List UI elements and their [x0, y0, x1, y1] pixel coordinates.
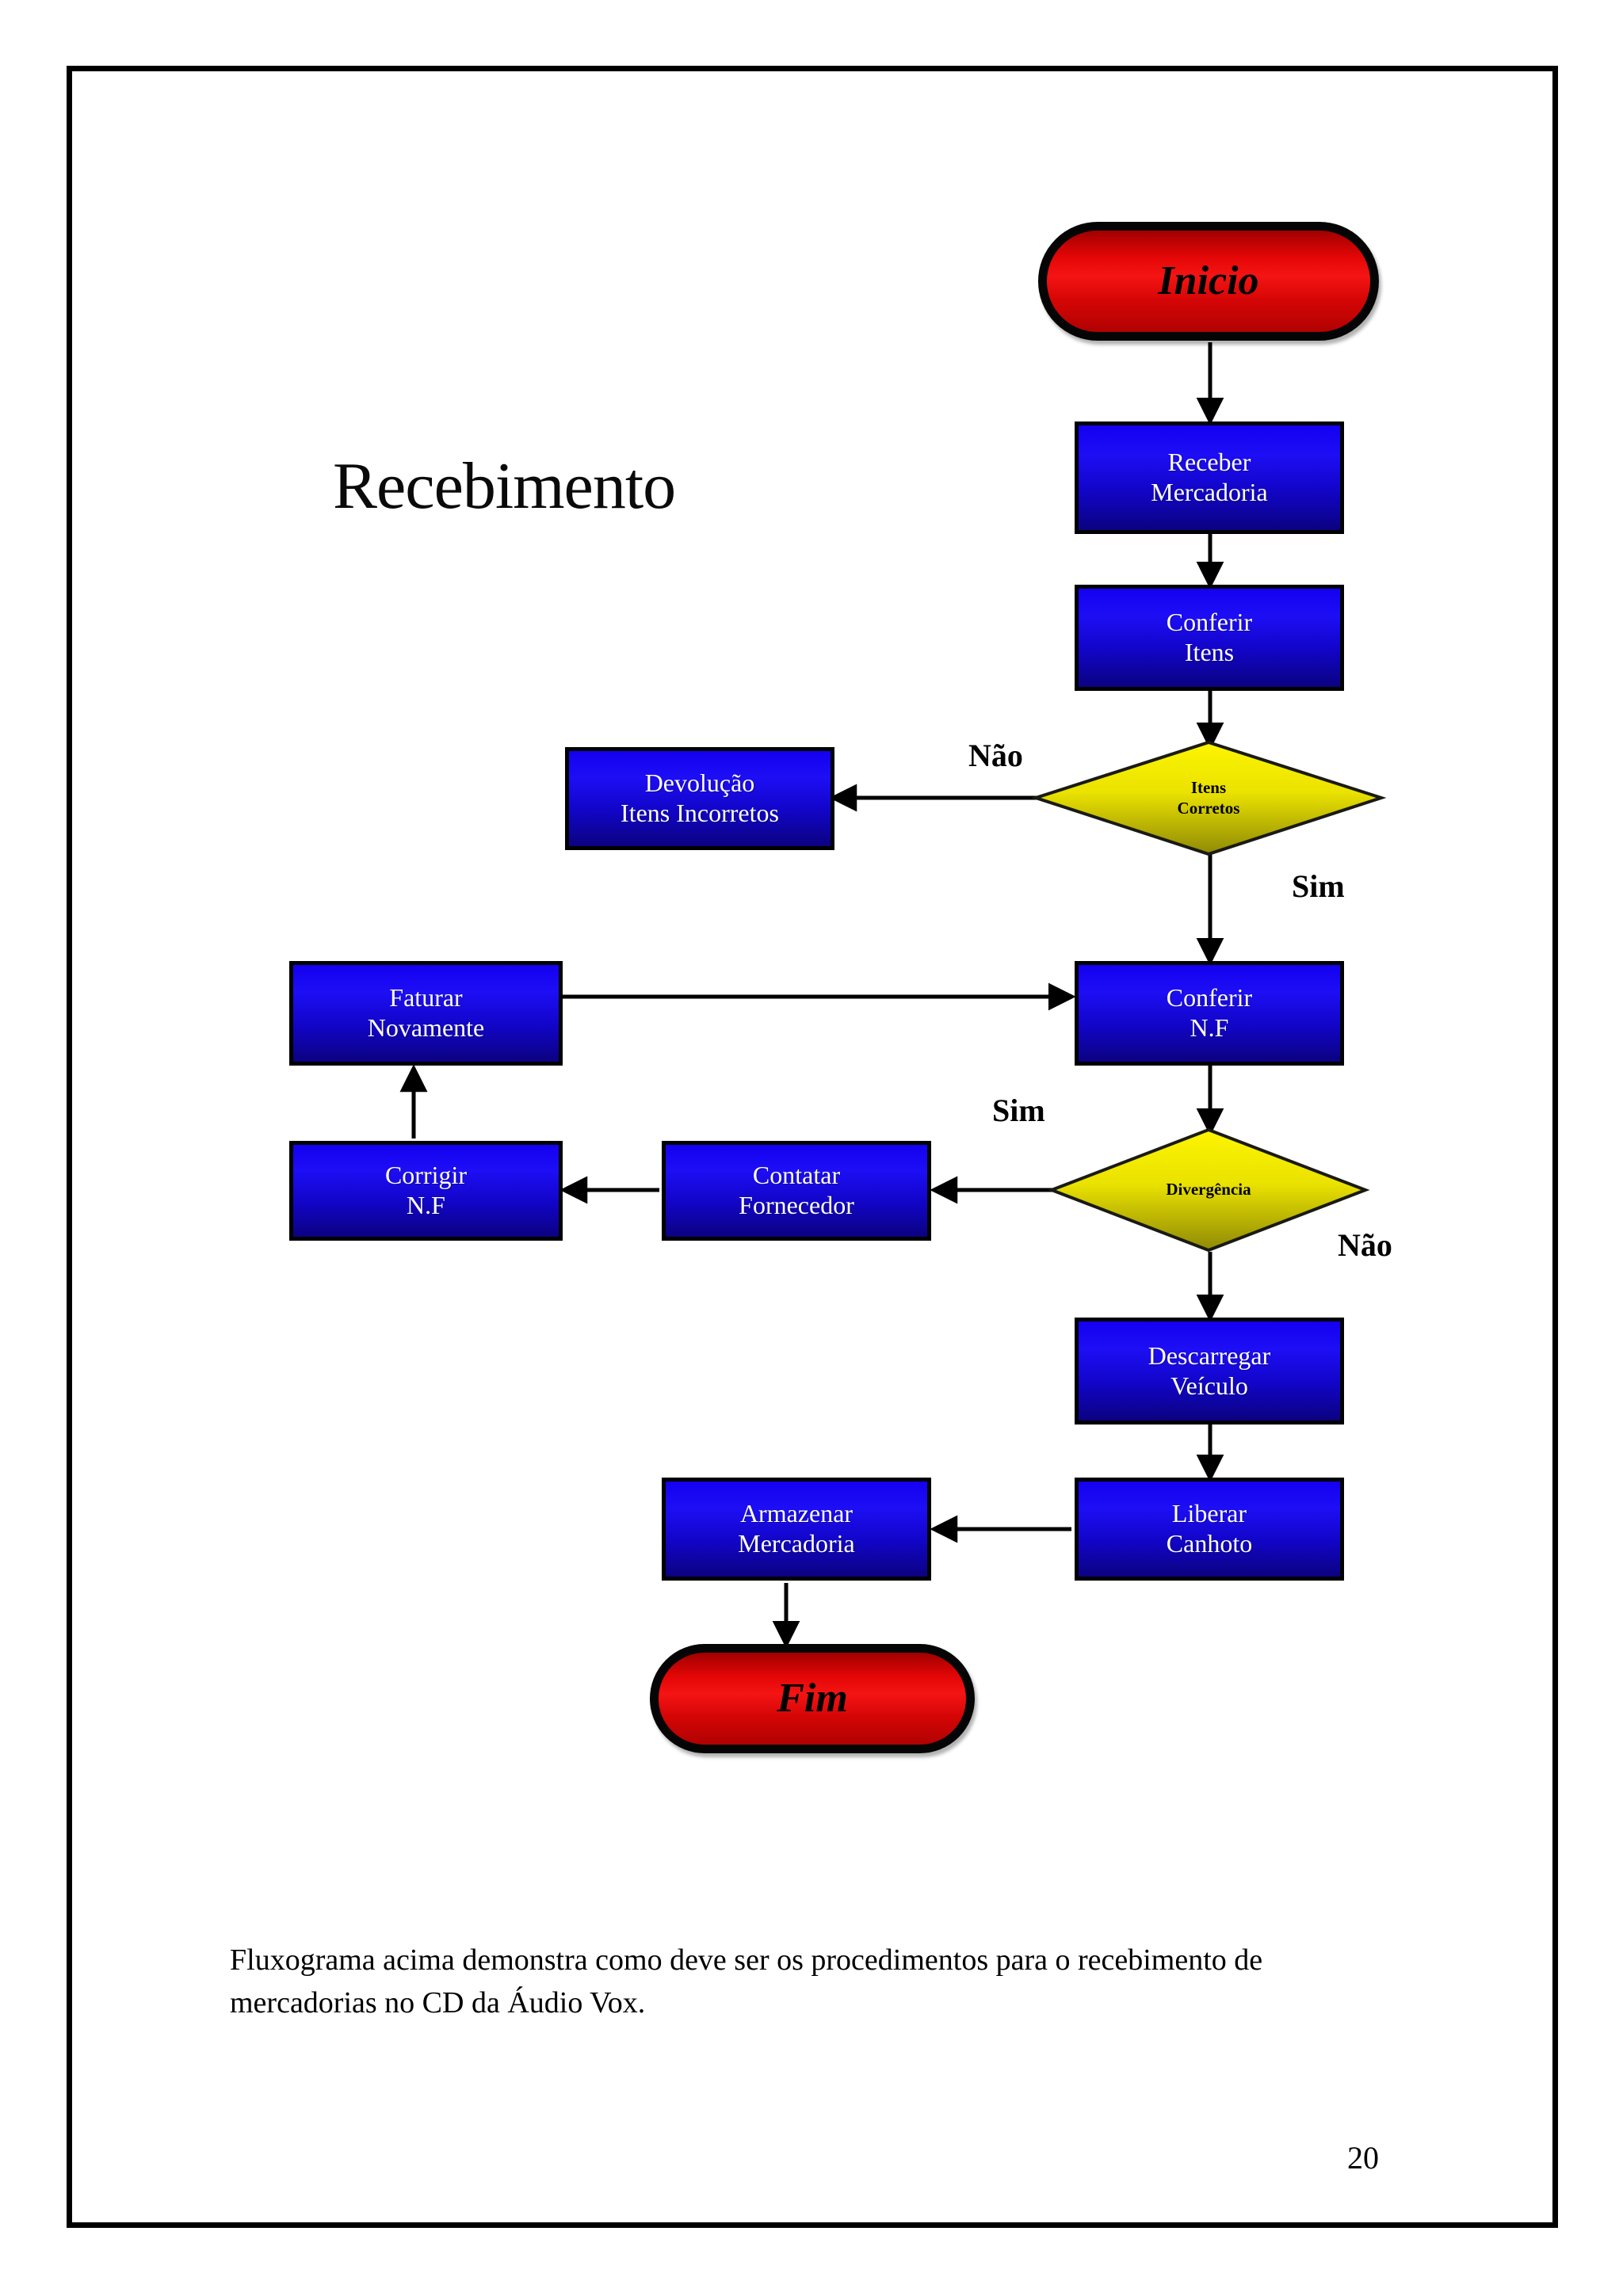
node-armazenar-mercadoria-line1: Armazenar [739, 1499, 854, 1528]
node-contatar-fornecedor-line1: Contatar [752, 1161, 841, 1190]
itens-corretos-diamond-shape [1030, 740, 1387, 856]
page-title: Recebimento [333, 449, 676, 523]
node-devolucao-line2: Itens Incorretos [621, 799, 779, 827]
edge-label-itens-corretos-sim: Sim [1292, 868, 1345, 904]
node-liberar-canhoto[interactable]: Liberar Canhoto [1075, 1478, 1344, 1581]
node-end-label: Fim [777, 1676, 848, 1722]
node-conferir-nf[interactable]: Conferir N.F [1075, 961, 1344, 1066]
node-liberar-canhoto-line2: Canhoto [1166, 1529, 1253, 1558]
node-armazenar-mercadoria-line2: Mercadoria [738, 1529, 855, 1558]
node-contatar-fornecedor[interactable]: Contatar Fornecedor [662, 1141, 931, 1241]
node-conferir-itens-line1: Conferir [1166, 608, 1253, 637]
node-descarregar-veiculo[interactable]: Descarregar Veículo [1075, 1318, 1344, 1425]
node-conferir-nf-line1: Conferir [1166, 983, 1253, 1013]
node-corrigir-nf-line2: N.F [407, 1191, 445, 1219]
node-receber-mercadoria-line1: Receber [1167, 448, 1251, 477]
node-conferir-nf-line2: N.F [1190, 1013, 1229, 1042]
node-conferir-itens-line2: Itens [1184, 638, 1235, 666]
node-faturar-novamente-line2: Novamente [367, 1013, 485, 1042]
node-contatar-fornecedor-line2: Fornecedor [739, 1191, 854, 1219]
divergencia-diamond-shape [1047, 1127, 1370, 1253]
node-descarregar-veiculo-line2: Veículo [1170, 1371, 1248, 1400]
page-number: 20 [1347, 2140, 1379, 2176]
node-liberar-canhoto-line1: Liberar [1171, 1499, 1247, 1528]
node-armazenar-mercadoria[interactable]: Armazenar Mercadoria [662, 1478, 931, 1581]
node-receber-mercadoria[interactable]: Receber Mercadoria [1075, 421, 1344, 534]
figure-caption: Fluxograma acima demonstra como deve ser… [230, 1943, 1263, 2019]
node-devolucao-itens-incorretos[interactable]: Devolução Itens Incorretos [565, 747, 834, 850]
edge-label-itens-corretos-nao: Não [968, 738, 1023, 773]
node-receber-mercadoria-line2: Mercadoria [1151, 478, 1268, 506]
node-divergencia[interactable]: Divergência [1047, 1127, 1370, 1253]
node-devolucao-line1: Devolução [644, 769, 755, 798]
node-conferir-itens[interactable]: Conferir Itens [1075, 585, 1344, 691]
node-corrigir-nf-line1: Corrigir [384, 1161, 468, 1190]
node-corrigir-nf[interactable]: Corrigir N.F [289, 1141, 563, 1241]
edge-label-divergencia-nao: Não [1338, 1227, 1392, 1263]
edge-label-divergencia-sim: Sim [992, 1093, 1045, 1128]
node-start-label: Inicio [1158, 258, 1259, 304]
node-faturar-novamente-line1: Faturar [389, 983, 463, 1013]
node-descarregar-veiculo-line1: Descarregar [1148, 1341, 1271, 1370]
node-end[interactable]: Fim [650, 1644, 975, 1753]
node-start[interactable]: Inicio [1038, 222, 1379, 341]
node-itens-corretos[interactable]: Itens Corretos [1030, 740, 1387, 856]
node-faturar-novamente[interactable]: Faturar Novamente [289, 961, 563, 1066]
